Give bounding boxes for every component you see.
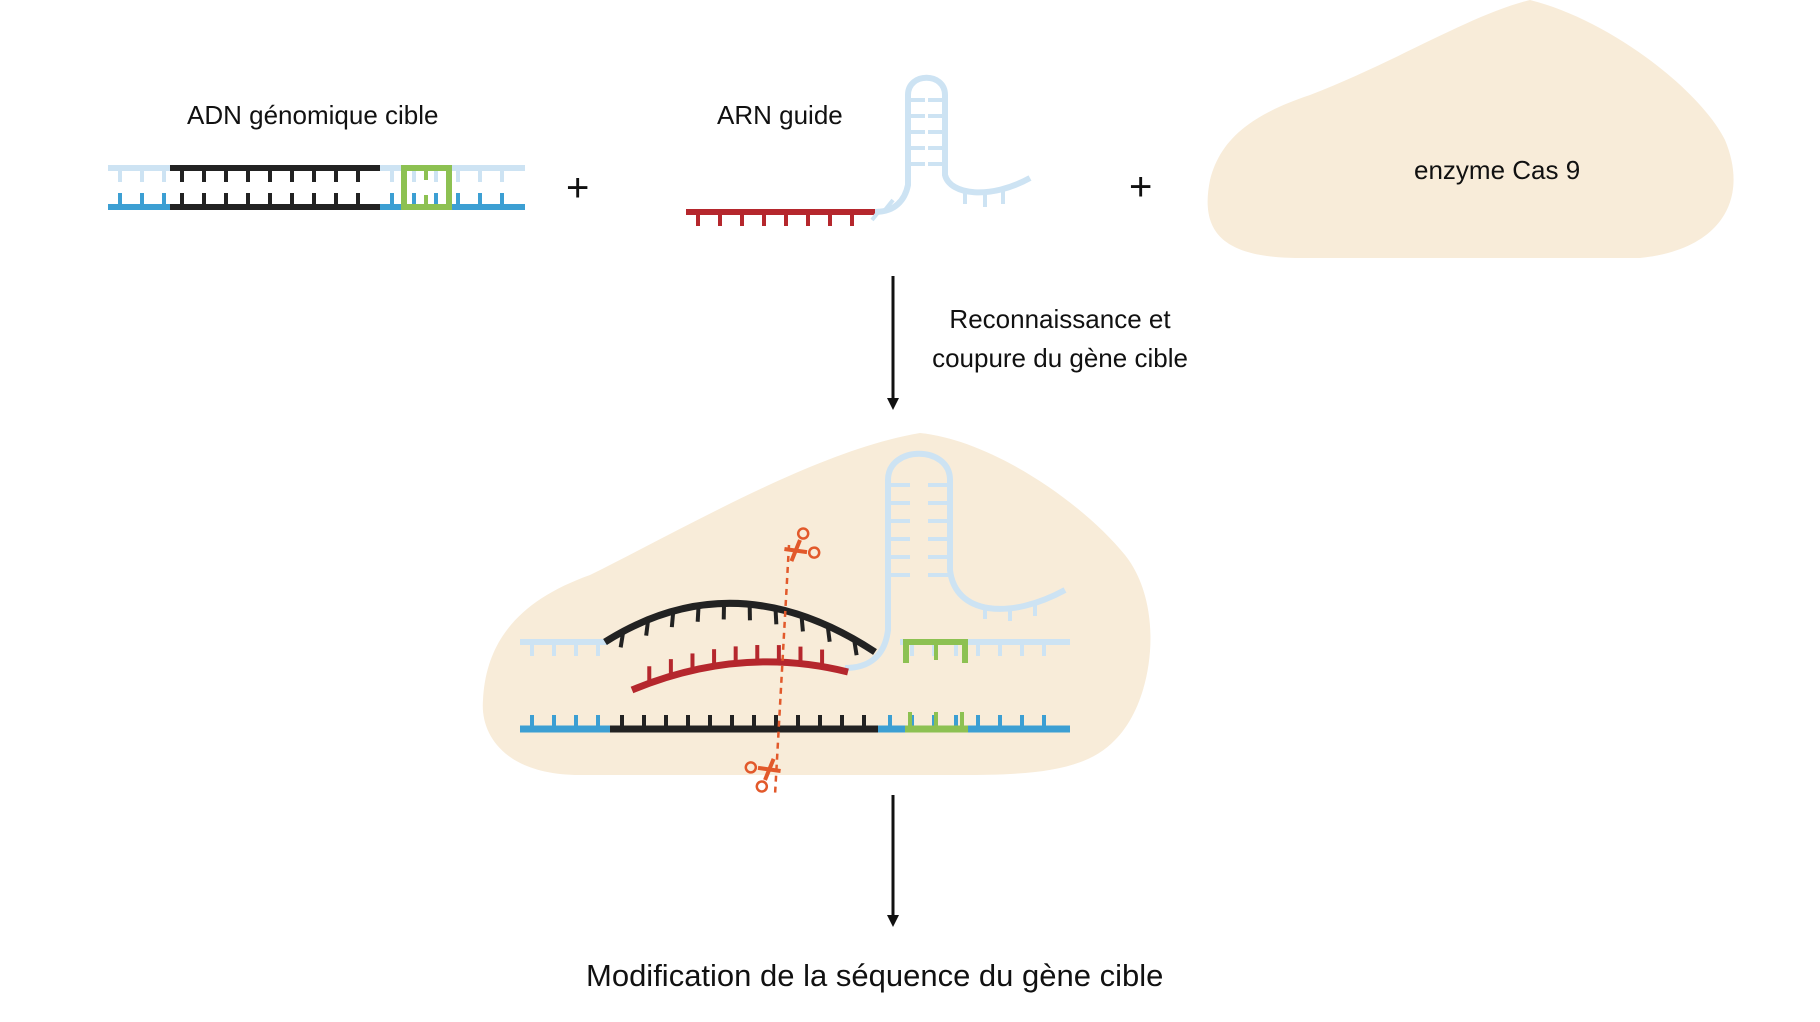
cas9-enzyme-shape xyxy=(1207,0,1734,258)
cas9-enzyme-complex-shape xyxy=(482,433,1151,775)
scissors-icon xyxy=(744,758,781,793)
arrow-down-icon xyxy=(887,795,899,927)
step-description: Reconnaissance et coupure du gène cible xyxy=(910,300,1210,378)
complex-top-flank-left xyxy=(520,639,608,656)
step-line-2: coupure du gène cible xyxy=(932,343,1188,373)
displaced-dna-strand xyxy=(603,599,877,656)
complex-bottom-flank-left xyxy=(520,715,610,733)
arrow-down-icon xyxy=(887,276,899,410)
dna-top-target xyxy=(170,165,380,182)
dna-bottom-flank-left xyxy=(108,193,170,210)
plus-sign: + xyxy=(566,166,590,210)
result-label: Modification de la séquence du gène cibl… xyxy=(586,958,1164,993)
dna-rna-complex xyxy=(520,450,1070,733)
guide-rna-scaffold xyxy=(870,74,1032,222)
step-line-1: Reconnaissance et xyxy=(949,304,1171,334)
dna-bottom-target xyxy=(170,193,380,210)
cut-line xyxy=(773,544,791,796)
pam-sequence xyxy=(401,165,452,210)
guide-rna-spacer xyxy=(686,209,875,226)
guide-rna-label: ARN guide xyxy=(717,100,843,130)
complex-pam-top xyxy=(903,639,968,663)
plus-sign: + xyxy=(1129,165,1153,209)
guide-rna-scaffold-bound xyxy=(844,450,1067,671)
complex-pam-bottom xyxy=(905,712,968,733)
scissors-icon xyxy=(784,527,821,562)
complex-bottom-target xyxy=(610,715,878,733)
genomic-dna xyxy=(108,165,525,210)
enzyme-label: enzyme Cas 9 xyxy=(1414,155,1581,185)
bound-guide-rna xyxy=(630,645,849,694)
guide-rna xyxy=(686,74,1032,226)
target-dna-label: ADN génomique cible xyxy=(187,100,439,130)
dna-top-flank-left xyxy=(108,165,170,182)
